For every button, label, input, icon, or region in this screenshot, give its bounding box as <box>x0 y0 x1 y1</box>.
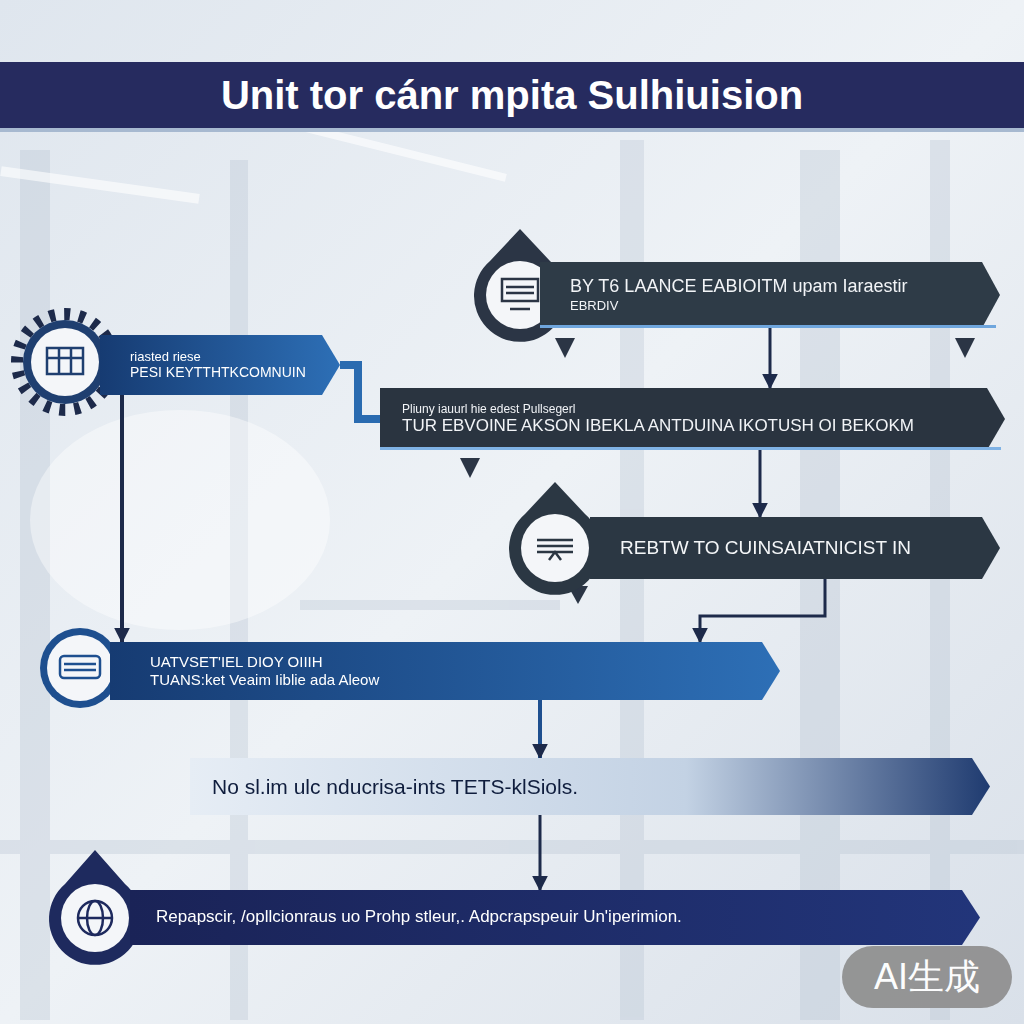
band-fill <box>190 758 990 815</box>
band-fill <box>540 262 1000 328</box>
band-text: riasted riese <box>130 349 320 365</box>
flow-band: BY T6 LAANCE EABIOITM upam IaraestirEBRD… <box>540 262 1000 328</box>
gear-icon <box>17 314 113 410</box>
flow-band: UATVSET'IEL DIOY OIIIHTUANS:ket Veaim Ii… <box>110 642 780 700</box>
flow-connector <box>120 395 124 642</box>
layers-icon <box>509 482 601 595</box>
band-fill <box>130 890 980 945</box>
band-text: TUANS:ket Veaim Iiblie ada Aleow <box>150 671 750 689</box>
band-stripe <box>380 447 1001 450</box>
title-bar: Unit tor cánr mpita Sulhiuision <box>0 62 1024 128</box>
globe-icon <box>49 850 141 965</box>
flow-connector <box>538 700 542 758</box>
flow-connector <box>539 815 542 890</box>
band-text: TUR EBVOINE AKSON IBEKLA ANTDUINA IKOTUS… <box>402 416 969 436</box>
flow-band: Repapscir, /opllcionraus uo Prohp stleur… <box>130 890 980 945</box>
machine-icon <box>40 628 120 708</box>
band-text: Repapscir, /opllcionraus uo Prohp stleur… <box>156 907 946 927</box>
factory-backdrop <box>0 140 1024 1020</box>
band-text: No sl.im ulc nducrisa-ints TETS-klSiols. <box>212 774 954 799</box>
flow-connector <box>759 450 762 517</box>
band-fill <box>590 517 1000 579</box>
band-text: EBRDIV <box>570 298 966 314</box>
flow-band: Pliuny iauurl hie edest PullsegerlTUR EB… <box>380 388 1005 450</box>
flow-band: riasted riesePESI KEYTTHTKCOMNUIN <box>100 335 340 395</box>
band-text: Pliuny iauurl hie edest Pullsegerl <box>402 402 969 416</box>
band-text: BY T6 LAANCE EABIOITM upam Iaraestir <box>570 276 966 298</box>
band-fill <box>380 388 1005 450</box>
flow-connector <box>769 328 772 388</box>
flow-connector <box>340 365 380 419</box>
band-text: UATVSET'IEL DIOY OIIIH <box>150 653 750 671</box>
band-fill <box>100 335 340 395</box>
band-text: PESI KEYTTHTKCOMNUIN <box>130 364 320 381</box>
light-streaks <box>0 106 507 630</box>
flow-connector <box>700 579 825 642</box>
band-stripe <box>540 325 996 328</box>
diagram-title: Unit tor cánr mpita Sulhiuision <box>221 73 803 118</box>
band-text: REBTW TO CUINSAIATNICIST IN <box>620 537 964 560</box>
flow-band: REBTW TO CUINSAIATNICIST IN <box>590 517 1000 579</box>
band-fill <box>110 642 780 700</box>
title-rule <box>0 128 1024 132</box>
flow-band: No sl.im ulc nducrisa-ints TETS-klSiols. <box>190 758 990 815</box>
watermark: AI生成 <box>842 946 1012 1008</box>
